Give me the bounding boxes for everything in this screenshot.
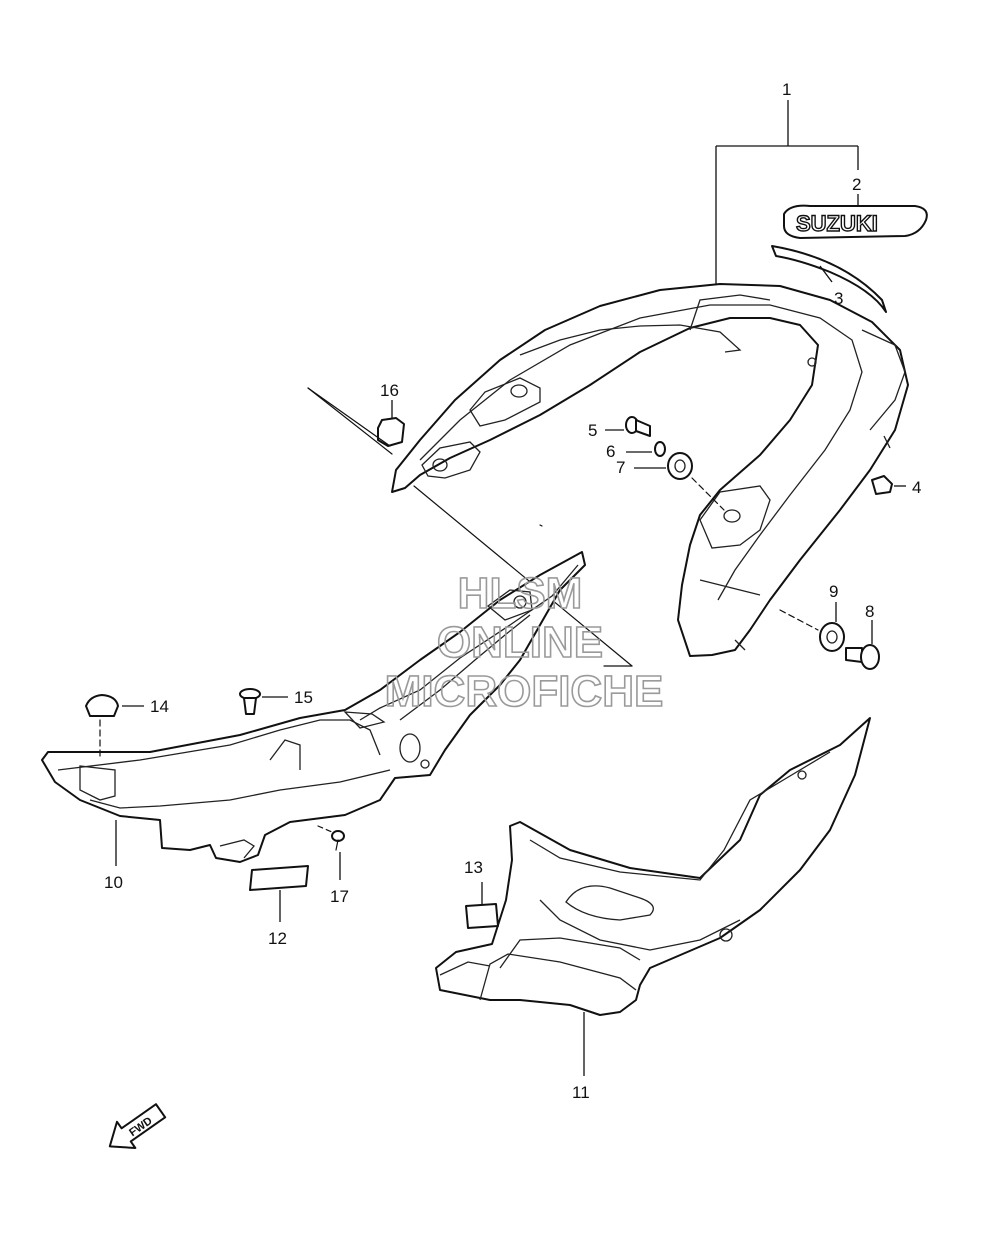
callout-5: 5	[588, 421, 597, 440]
callout-2: 2	[852, 175, 861, 194]
screw-part-17	[317, 825, 345, 880]
side-cover-part-11	[435, 717, 871, 1016]
watermark-line-1: HLSM	[458, 569, 583, 618]
callout-16: 16	[380, 381, 399, 400]
callout-6: 6	[606, 442, 615, 461]
collar-part-6	[626, 441, 666, 457]
callout-8: 8	[865, 602, 874, 621]
callout-15: 15	[294, 688, 313, 707]
callout-7: 7	[616, 458, 625, 477]
clip-nut-part-4	[871, 475, 906, 495]
tail-cover-part-1	[391, 283, 909, 657]
leader-part-1	[715, 100, 859, 285]
watermark: HLSM ONLINE MICROFICHE	[384, 568, 664, 717]
bolt-part-5	[605, 416, 651, 437]
callout-1: 1	[782, 80, 791, 99]
fwd-arrow-icon: FWD	[108, 1103, 167, 1149]
cushion-part-16	[377, 400, 405, 447]
callout-12: 12	[268, 929, 287, 948]
callout-9: 9	[829, 582, 838, 601]
grommet-part-14	[85, 694, 144, 759]
stripe-tape-part-3	[771, 245, 887, 313]
callout-4: 4	[912, 478, 921, 497]
watermark-line-3: MICROFICHE	[385, 667, 664, 716]
callout-14: 14	[150, 697, 169, 716]
callout-3: 3	[834, 289, 843, 308]
watermark-line-2: ONLINE	[437, 618, 603, 667]
frame-cover-part-10	[41, 551, 586, 863]
suzuki-emblem-part-2: SUZUKI	[783, 194, 928, 239]
callout-17: 17	[330, 887, 349, 906]
pad-part-13	[465, 882, 499, 929]
grommet-part-7	[634, 452, 725, 511]
grommet-part-9	[779, 602, 845, 652]
bolt-part-8	[845, 620, 880, 670]
emblem-text: SUZUKI	[796, 211, 878, 236]
callout-10: 10	[104, 873, 123, 892]
push-rivet-part-15	[239, 688, 288, 715]
reference-lines	[307, 387, 633, 667]
callout-11: 11	[572, 1083, 590, 1102]
callout-13: 13	[464, 858, 483, 877]
pad-part-12	[249, 865, 309, 922]
